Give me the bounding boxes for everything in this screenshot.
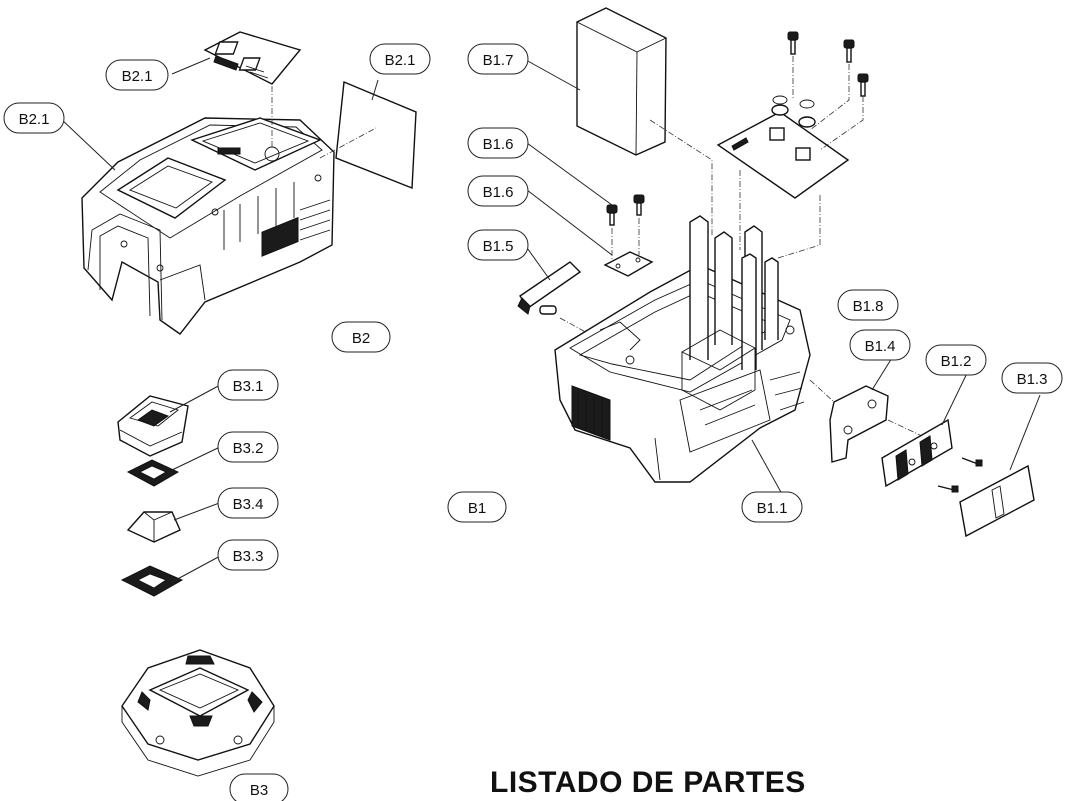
leader-lines [59,57,1041,583]
label-b3: B3 [229,773,289,801]
label-text: B1.6 [483,184,514,201]
part-b2-cover [81,117,335,335]
leader-battery [649,119,713,235]
part-b1-6 [603,194,654,277]
part-b2-1-window [335,80,417,190]
part-b3-3 [120,565,184,597]
part-b1-housing [554,215,811,483]
part-b1-7-battery [576,7,667,156]
label-text: B1.1 [757,500,788,517]
part-b1-3 [959,464,1035,538]
part-b1-7-board [716,95,850,199]
label-b1-2: B1.2 [925,344,987,376]
label-text: B3.4 [233,496,264,513]
label-b1-8: B1.8 [837,289,899,321]
label-text: B1.3 [1017,371,1048,388]
label-b3-1: B3.1 [217,369,279,401]
label-b3-4: B3.4 [217,487,279,519]
part-b1-2 [881,418,953,488]
label-text: B1.2 [941,353,972,370]
label-text: B1.8 [853,298,884,315]
leader-screw-2 [809,64,850,131]
part-b3-4 [126,511,181,543]
label-b1-7: B1.7 [467,43,529,75]
screws-board [787,31,869,97]
label-text: B3.3 [233,548,264,565]
label-text: B2.1 [385,52,416,69]
part-b3-2 [126,459,180,487]
label-text: B1 [468,500,486,517]
label-b1-6-a: B1.6 [467,127,529,159]
screws-b1-2 [937,457,983,493]
label-b1: B1 [447,491,507,523]
label-b2-1-right: B2.1 [369,43,431,75]
leader-b1-4 [809,379,923,437]
part-b3-1 [117,395,189,457]
label-b1-3: B1.3 [1001,362,1063,394]
leader-screw-3 [819,96,864,151]
label-b3-2: B3.2 [217,431,279,463]
label-b1-4: B1.4 [849,329,911,361]
label-b2-1-left: B2.1 [3,102,65,134]
label-text: B1.6 [483,136,514,153]
label-text: B3.1 [233,378,264,395]
part-b2-1-pcb [203,31,302,85]
label-text: B2.1 [122,68,153,85]
label-text: B1.5 [483,238,514,255]
page-title: LISTADO DE PARTES [490,766,806,799]
label-b1-6-b: B1.6 [467,175,529,207]
label-text: B3 [250,782,268,799]
leader-board [739,170,821,259]
label-b1-5: B1.5 [467,229,529,261]
label-b2: B2 [331,321,391,353]
label-text: B2 [352,330,370,347]
label-text: B3.2 [233,440,264,457]
label-b1-1: B1.1 [741,491,803,523]
part-b1-5 [517,261,582,315]
part-b1-4 [829,385,889,463]
part-b3-base [121,649,275,777]
label-b2-1-top: B2.1 [105,59,169,91]
label-text: B1.4 [865,338,896,355]
label-text: B1.7 [483,52,514,69]
label-b3-3: B3.3 [217,539,279,571]
label-text: B2.1 [19,111,50,128]
leader-b1-6 [611,218,640,262]
leader-b2-1-window [319,127,377,159]
